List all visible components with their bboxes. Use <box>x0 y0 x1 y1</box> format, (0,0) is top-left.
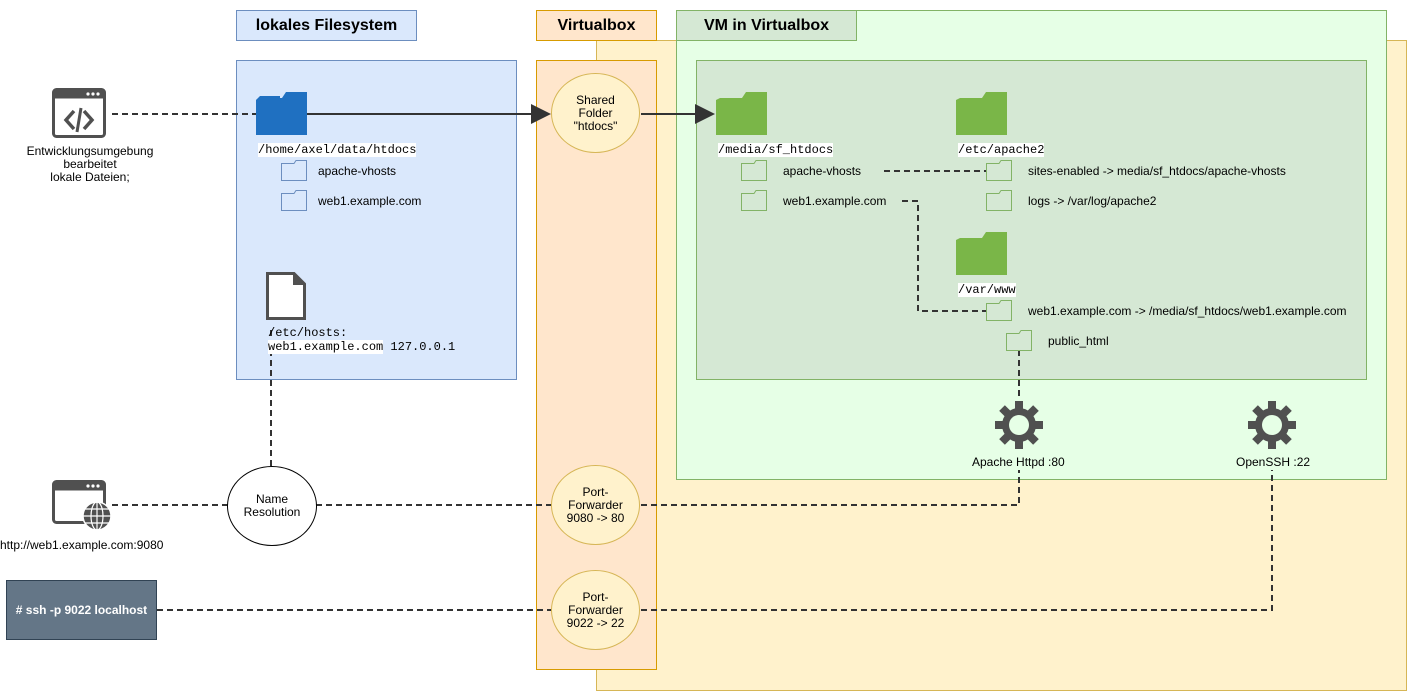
ssh-command-text: # ssh -p 9022 localhost <box>15 603 148 617</box>
dev-env-label-line1: Entwicklungsumgebung <box>26 144 154 158</box>
hosts-ip: 127.0.0.1 <box>383 340 456 354</box>
web1-folder-icon <box>281 190 307 211</box>
virtualbox-title: Virtualbox <box>536 10 657 41</box>
htdocs-folder-icon <box>256 92 307 135</box>
dev-env-label-line3: lokale Dateien; <box>50 170 130 184</box>
var-www-folder-icon <box>956 232 1007 275</box>
name-resolution-line2: Resolution <box>243 505 301 519</box>
www-web1-folder-icon <box>986 300 1012 321</box>
apache2-path: /etc/apache2 <box>958 143 1045 157</box>
ssh-command-box: # ssh -p 9022 localhost <box>6 580 157 640</box>
shared-folder-line2: Folder <box>578 105 613 120</box>
hosts-line1: /etc/hosts: <box>268 326 348 340</box>
apache2-folder-logs: logs -> /var/log/apache2 <box>1028 194 1157 208</box>
sf-htdocs-folder-icon <box>716 92 767 135</box>
apache-service-label: Apache Httpd :80 <box>972 455 1065 469</box>
pf2-line3: 9022 -> 22 <box>566 615 625 630</box>
public-html-folder-icon <box>1006 330 1032 351</box>
apache-gear-icon <box>995 401 1043 449</box>
pf2-line1: Port- <box>582 589 609 604</box>
local-folder-web1: web1.example.com <box>318 194 422 208</box>
hosts-file-icon <box>266 272 306 320</box>
hosts-line2: web1.example.com 127.0.0.1 <box>268 340 455 354</box>
vm-folder-web1: web1.example.com <box>783 194 887 208</box>
apache2-folder-sites-enabled: sites-enabled -> media/sf_htdocs/apache-… <box>1028 164 1286 178</box>
browser-url-label: http://web1.example.com:9080 <box>0 538 164 552</box>
name-resolution-ellipse: Name Resolution <box>227 466 317 546</box>
vm-title: VM in Virtualbox <box>676 10 857 41</box>
web-browser-icon <box>52 480 112 531</box>
hosts-hostname: web1.example.com <box>268 340 384 354</box>
logs-folder-icon <box>986 190 1012 211</box>
hosts-file-content: /etc/hosts: web1.example.com 127.0.0.1 <box>268 326 455 354</box>
vm-filesystem-area <box>696 60 1367 380</box>
apache-vhosts-folder-icon <box>281 160 307 181</box>
openssh-gear-icon <box>1248 401 1296 449</box>
apache2-folder-icon <box>956 92 1007 135</box>
vm-apache-vhosts-folder-icon <box>741 160 767 181</box>
shared-folder-line3: "htdocs" <box>573 118 618 133</box>
sf-htdocs-path: /media/sf_htdocs <box>718 143 834 157</box>
vm-web1-folder-icon <box>741 190 767 211</box>
code-editor-icon <box>52 88 106 138</box>
pf1-line3: 9080 -> 80 <box>566 510 625 525</box>
sites-enabled-folder-icon <box>986 160 1012 181</box>
port-forwarder-ssh-ellipse: Port- Forwarder 9022 -> 22 <box>551 570 640 650</box>
shared-folder-ellipse: Shared Folder "htdocs" <box>551 73 640 153</box>
dev-env-label-line2: bearbeitet <box>63 157 117 171</box>
shared-folder-line1: Shared <box>576 92 615 107</box>
var-www-path: /var/www <box>958 283 1016 297</box>
htdocs-path: /home/axel/data/htdocs <box>258 143 417 157</box>
pf2-line2: Forwarder <box>568 602 623 617</box>
dev-env-label: Entwicklungsumgebung bearbeitet lokale D… <box>10 145 170 184</box>
pf1-line2: Forwarder <box>568 497 623 512</box>
pf1-line1: Port- <box>582 484 609 499</box>
www-folder-web1: web1.example.com -> /media/sf_htdocs/web… <box>1028 304 1347 318</box>
name-resolution-line1: Name <box>255 492 288 506</box>
local-folder-apache-vhosts: apache-vhosts <box>318 164 397 178</box>
vm-folder-apache-vhosts: apache-vhosts <box>783 164 862 178</box>
local-fs-title: lokales Filesystem <box>236 10 417 41</box>
openssh-service-label: OpenSSH :22 <box>1236 455 1311 469</box>
www-folder-public-html: public_html <box>1048 334 1109 348</box>
port-forwarder-http-ellipse: Port- Forwarder 9080 -> 80 <box>551 465 640 545</box>
virtualbox-container <box>536 60 657 670</box>
